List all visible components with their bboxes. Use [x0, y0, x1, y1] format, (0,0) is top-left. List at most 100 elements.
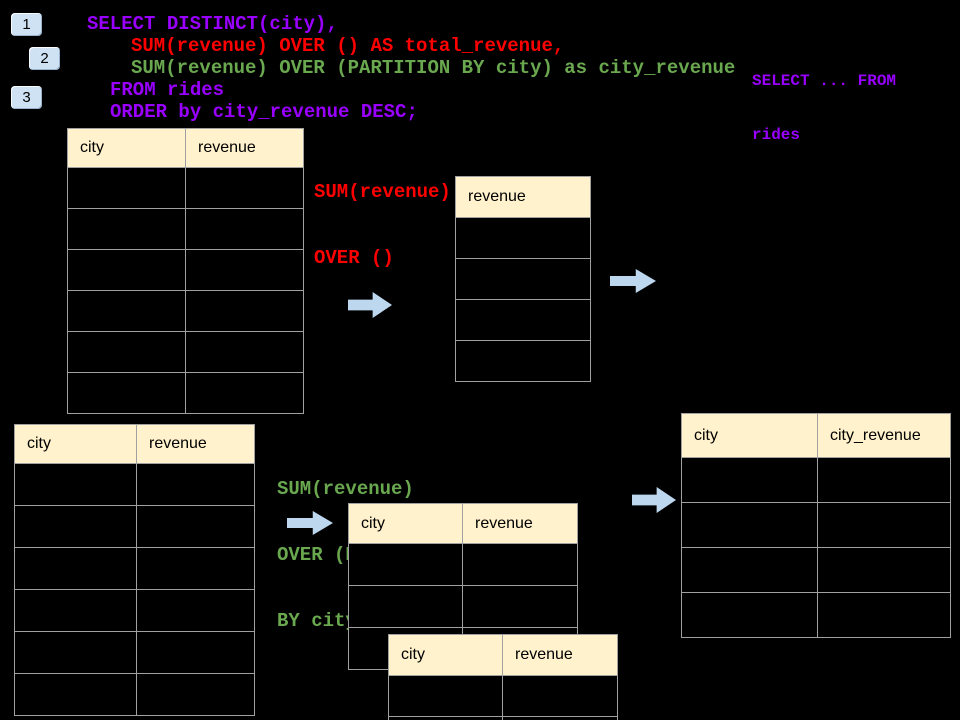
table-row [681, 547, 951, 593]
sql-line-order-by: ORDER by city_revenue DESC; [110, 101, 418, 123]
column-header-city: city [681, 413, 818, 458]
empty-cell [681, 592, 818, 638]
table-row [388, 716, 618, 720]
column-header-revenue: revenue [502, 634, 618, 676]
table-row [348, 543, 578, 586]
empty-cell [455, 258, 591, 300]
empty-cell [14, 547, 137, 590]
empty-cell [136, 673, 255, 716]
column-header-revenue: revenue [185, 128, 304, 168]
empty-cell [817, 457, 951, 503]
header-row: city revenue [388, 634, 618, 676]
flow-arrow-icon [348, 292, 392, 318]
empty-cell [185, 208, 304, 250]
step-badge-1: 1 [11, 13, 42, 36]
sql-line-from: FROM rides [110, 79, 225, 101]
empty-cell [14, 463, 137, 506]
step-badge-2: 2 [29, 47, 60, 70]
table-row [67, 208, 304, 250]
flow-arrow-icon [610, 269, 656, 293]
empty-cell [455, 340, 591, 382]
final-result-table: city city_revenue [681, 413, 951, 638]
empty-cell [185, 290, 304, 332]
table-row [455, 340, 591, 382]
source-table-top: city revenue [67, 128, 304, 414]
table-row [455, 299, 591, 341]
empty-cell [502, 675, 618, 717]
column-header-city: city [388, 634, 503, 676]
flow-arrow-icon [632, 487, 676, 513]
column-header-city-revenue: city_revenue [817, 413, 951, 458]
empty-cell [681, 457, 818, 503]
table-row [14, 547, 255, 590]
table-row [681, 457, 951, 503]
empty-cell [185, 372, 304, 414]
empty-cell [185, 331, 304, 373]
empty-cell [67, 167, 186, 209]
sql-line-sum-partition: SUM(revenue) OVER (PARTITION BY city) as… [131, 57, 736, 79]
empty-cell [67, 290, 186, 332]
table-row [681, 592, 951, 638]
column-header-city: city [14, 424, 137, 464]
empty-cell [67, 372, 186, 414]
empty-cell [14, 631, 137, 674]
empty-cell [136, 589, 255, 632]
empty-cell [388, 716, 503, 720]
empty-cell [681, 547, 818, 593]
column-header-city: city [348, 503, 463, 544]
empty-cell [67, 249, 186, 291]
header-row: revenue [455, 176, 591, 218]
table-row [67, 249, 304, 291]
table-row [455, 258, 591, 300]
header-row: city revenue [67, 128, 304, 168]
empty-cell [462, 585, 578, 628]
table-row [455, 217, 591, 259]
empty-cell [67, 331, 186, 373]
sql-line-sum-total: SUM(revenue) OVER () AS total_revenue, [131, 35, 565, 57]
empty-cell [185, 249, 304, 291]
side-note-line-1: SELECT ... FROM [752, 72, 897, 90]
column-header-revenue: revenue [455, 176, 591, 218]
empty-cell [14, 589, 137, 632]
empty-cell [817, 502, 951, 548]
table-row [681, 502, 951, 548]
table-row [14, 631, 255, 674]
empty-cell [502, 716, 618, 720]
empty-cell [348, 543, 463, 586]
empty-cell [462, 543, 578, 586]
empty-cell [817, 592, 951, 638]
column-header-revenue: revenue [136, 424, 255, 464]
empty-cell [817, 547, 951, 593]
empty-cell [185, 167, 304, 209]
header-row: city revenue [14, 424, 255, 464]
table-row [14, 463, 255, 506]
empty-cell [136, 547, 255, 590]
side-note: SELECT ... FROM rides [752, 36, 896, 180]
partition-table-front: city revenue [388, 634, 618, 720]
annotation-line: OVER () [314, 247, 394, 269]
table-row [67, 167, 304, 209]
empty-cell [136, 463, 255, 506]
annotation-window-total: SUM(revenue) OVER () [314, 137, 451, 313]
annotation-line: SUM(revenue) [314, 181, 451, 203]
table-row [67, 372, 304, 414]
empty-cell [14, 673, 137, 716]
table-row [14, 673, 255, 716]
table-row [14, 589, 255, 632]
empty-cell [136, 631, 255, 674]
step-badge-3: 3 [11, 86, 42, 109]
table-row [67, 290, 304, 332]
empty-cell [14, 505, 137, 548]
column-header-revenue: revenue [462, 503, 578, 544]
table-row [388, 675, 618, 717]
empty-cell [455, 217, 591, 259]
table-row [348, 585, 578, 628]
empty-cell [67, 208, 186, 250]
total-revenue-result-table: revenue [455, 176, 591, 382]
source-table-bottom: city revenue [14, 424, 255, 716]
empty-cell [388, 675, 503, 717]
empty-cell [681, 502, 818, 548]
header-row: city revenue [348, 503, 578, 544]
annotation-line: SUM(revenue) [277, 478, 414, 500]
